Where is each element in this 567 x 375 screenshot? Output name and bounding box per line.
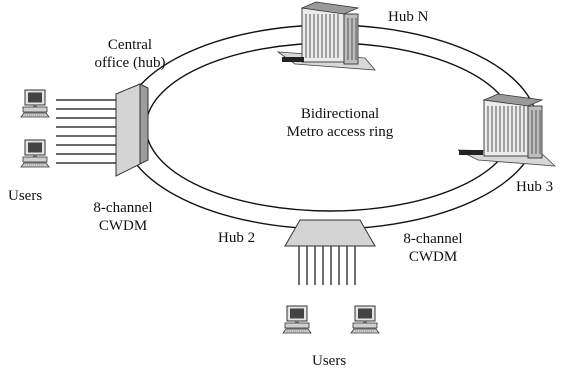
ring-label: Bidirectional Metro access ring — [260, 105, 420, 141]
ring-label-line2: Metro access ring — [286, 124, 394, 140]
cwdm-left-label-line1: 8-channel — [93, 200, 153, 216]
central-office-label-line2: office (hub) — [94, 55, 166, 71]
user-computer-icon — [20, 139, 50, 168]
users-bottom-label: Users — [312, 353, 347, 369]
central-office-label-line1: Central — [107, 37, 153, 53]
cwdm-bottom-label: 8-channel CWDM — [388, 230, 478, 266]
user-computer-icon — [20, 89, 50, 118]
cwdm-left-label-line2: CWDM — [98, 218, 148, 234]
user-computer-icon — [350, 305, 380, 334]
hub-2-multiplexer-icon — [284, 219, 376, 285]
hub-3-label: Hub 3 — [516, 179, 554, 195]
central-office-multiplexer-icon — [56, 83, 149, 177]
hub-3-building-icon — [457, 93, 557, 167]
hub-2-label: Hub 2 — [218, 230, 256, 246]
cwdm-left-label: 8-channel CWDM — [78, 199, 168, 235]
central-office-label: Central office (hub) — [80, 36, 180, 72]
user-computer-icon — [282, 305, 312, 334]
hub-n-building-icon — [276, 1, 376, 71]
hub-n-label: Hub N — [388, 9, 429, 25]
cwdm-bottom-label-line1: 8-channel — [403, 231, 463, 247]
cwdm-bottom-label-line2: CWDM — [408, 249, 458, 265]
ring-label-line1: Bidirectional — [300, 106, 380, 122]
users-left-label: Users — [8, 188, 43, 204]
